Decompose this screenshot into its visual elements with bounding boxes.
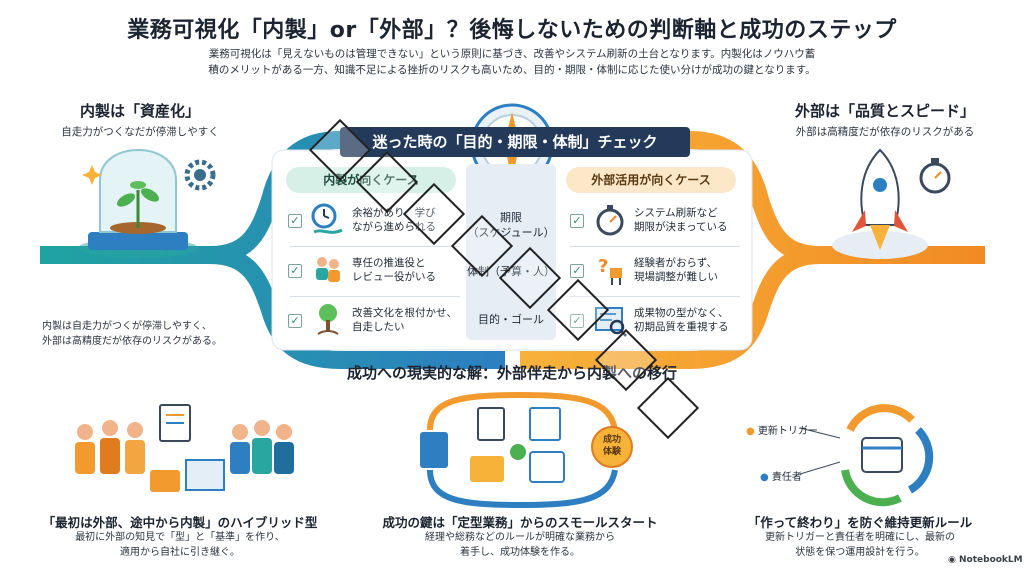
person-icon: ● [760, 472, 769, 483]
outsource-row-1-line-2: 期限が決まっている [634, 221, 728, 233]
small-start-heading: 成功の鍵は「定型業務」からのスモールスタート [382, 515, 658, 530]
success-badge-line-2: 体験 [602, 447, 621, 457]
checkbox-icon: ✓ [288, 314, 302, 328]
right-band-bottom [520, 246, 985, 369]
hybrid-description-line-1: 最初に外部の知見で「型」と「基準」を作り、 [75, 532, 285, 543]
rocket-icon [832, 148, 928, 259]
left-note-line-1: 内製は自走力がつくが停滞しやすく、 [42, 321, 212, 332]
inhouse-row-2-text: 専任の推進役と レビュー役がいる [352, 256, 472, 284]
inhouse-row-2-line-1: 専任の推進役と [352, 257, 426, 269]
left-note-line-2: 外部は高精度だが依存のリスクがある。 [42, 336, 222, 347]
right-subheading: 外部は高精度だが依存のリスクがある [795, 126, 975, 138]
outsource-row-1-text: システム刷新など 期限が決まっている [634, 206, 754, 234]
checkbox-icon: ✓ [288, 264, 302, 278]
brand-logo: ◉ NotebookLM [948, 555, 1023, 565]
sparkle-icon [82, 165, 102, 185]
blueprint-icon [595, 307, 627, 337]
criteria-goal-line-1: 目的・ゴール [478, 313, 544, 326]
criteria-deadline-line-2: （スケジュール） [467, 226, 555, 239]
inhouse-case-heading: 内製が向くケース [286, 167, 456, 193]
brand-name: NotebookLM [959, 555, 1023, 565]
inhouse-row-1-line-1: 余裕があり、学び [352, 207, 436, 219]
question-chair-icon: ? [598, 256, 622, 285]
outsource-case-heading: 外部活用が向くケース [566, 167, 736, 193]
tree-icon [317, 304, 339, 335]
inhouse-row-1: ✓ 余裕があり、学び ながら進められる [288, 200, 463, 246]
inhouse-row-2-line-2: レビュー役がいる [352, 271, 436, 283]
maintenance-description-line-2: 状態を保つ運用設計を行う。 [795, 547, 925, 558]
owner-tag: ● 責任者 [760, 468, 802, 483]
team-people-icon [75, 404, 294, 492]
divider [290, 296, 460, 297]
maintenance-description: 更新トリガーと責任者を明確にし、最新の 状態を保つ運用設計を行う。 [730, 530, 990, 560]
page-subtitle: 業務可視化は「見えないものは管理できない」という原則に基づき、改善やシステム刷新… [160, 46, 864, 78]
update-trigger-label: 更新トリガー [757, 426, 818, 437]
divider [570, 246, 740, 247]
check-panel-title: 迷った時の「目的・期限・体制」チェック [340, 127, 690, 157]
outsource-row-2-line-2: 現場調整が難しい [634, 271, 718, 283]
inhouse-row-2: ✓ 専任の推進役と レビュー役がいる [288, 250, 463, 296]
inhouse-row-3-line-1: 改善文化を根付かせ、 [352, 307, 457, 319]
hybrid-description: 最初に外部の知見で「型」と「基準」を作り、 適用から自社に引き継ぐ。 [40, 530, 320, 560]
checkbox-icon: ✓ [570, 214, 584, 228]
outsource-row-1-line-1: システム刷新など [634, 207, 718, 219]
outsource-row-3-text: 成果物の型がなく、 初期品質を重視する [634, 306, 754, 334]
outsource-row-3-line-2: 初期品質を重視する [634, 321, 729, 333]
outsource-row-2-text: 経験者がおらず、 現場調整が難しい [634, 256, 754, 284]
plant-dome-icon [78, 149, 198, 258]
left-band-bottom [40, 246, 505, 369]
transition-banner: 成功への現実的な解：外部伴走から内製への移行 [346, 364, 677, 382]
subtitle-line-2: 積のメリットがある一方、知識不足による挫折のリスクも高いため、目的・期限・体制に… [208, 64, 816, 76]
criteria-deadline: 期限 （スケジュール） [466, 210, 556, 240]
left-note: 内製は自走力がつくが停滞しやすく、 外部は高精度だが依存のリスクがある。 [42, 319, 242, 349]
left-subheading: 自走力がつくなだが停滞しやすく [61, 126, 219, 138]
criteria-goal: 目的・ゴール [466, 312, 556, 327]
owner-label: 責任者 [771, 472, 802, 483]
clock-icon [311, 203, 343, 234]
outsource-row-3: ✓ 成果物の型がなく、 初期品質を重視する [570, 300, 745, 346]
update-trigger-tag: ● 更新トリガー [746, 422, 818, 437]
stopwatch-decor-icon [919, 158, 951, 194]
workflow-cycle-icon [420, 391, 633, 509]
inhouse-row-1-text: 余裕があり、学び ながら進められる [352, 206, 472, 234]
divider [570, 296, 740, 297]
criteria-structure-line-1: 体制（予算・人） [467, 265, 555, 278]
svg-text:?: ? [598, 256, 608, 277]
stopwatch-icon [596, 205, 624, 236]
hybrid-heading: 「最初は外部、途中から内製」のハイブリッド型 [42, 515, 318, 530]
criteria-structure: 体制（予算・人） [466, 264, 556, 279]
team-icon [316, 257, 340, 282]
update-cycle-icon [799, 404, 934, 507]
small-start-description-line-1: 経理や総務などのルールが明確な業務から [425, 532, 615, 543]
small-start-description-line-2: 着手し、成功体験を作る。 [460, 547, 580, 558]
small-start-description: 経理や総務などのルールが明確な業務から 着手し、成功体験を作る。 [370, 530, 670, 560]
checkbox-icon: ✓ [570, 314, 584, 328]
checkbox-icon: ✓ [570, 264, 584, 278]
criteria-column [466, 164, 556, 340]
left-heading: 内製は「資産化」 [79, 102, 200, 120]
hybrid-description-line-2: 適用から自社に引き継ぐ。 [120, 547, 240, 558]
maintenance-heading: 「作って終わり」を防ぐ維持更新ルール [747, 515, 973, 530]
outsource-row-3-line-1: 成果物の型がなく、 [634, 307, 729, 319]
inhouse-row-3: ✓ 改善文化を根付かせ、 自走したい [288, 300, 463, 346]
page-title: 業務可視化「内製」or「外部」？後悔しないための判断軸と成功のステップ [127, 18, 897, 43]
outsource-row-1: ✓ システム刷新など 期限が決まっている [570, 200, 745, 246]
success-badge: 成功 体験 [596, 434, 628, 458]
inhouse-row-3-text: 改善文化を根付かせ、 自走したい [352, 306, 472, 334]
divider [290, 246, 460, 247]
person-icon: ● [746, 426, 755, 437]
subtitle-line-1: 業務可視化は「見えないものは管理できない」という原則に基づき、改善やシステム刷新… [208, 48, 816, 60]
outsource-row-2-line-1: 経験者がおらず、 [634, 257, 718, 269]
right-heading: 外部は「品質とスピード」 [794, 102, 975, 120]
inhouse-row-1-line-2: ながら進められる [352, 221, 436, 233]
outsource-row-2: ✓ ? 経験者がおらず、 現場調整が難しい [570, 250, 745, 296]
gear-icon [184, 159, 216, 191]
success-badge-line-1: 成功 [602, 435, 621, 445]
inhouse-row-3-line-2: 自走したい [352, 321, 405, 333]
criteria-deadline-line-1: 期限 [500, 211, 522, 224]
checkbox-icon: ✓ [288, 214, 302, 228]
maintenance-description-line-1: 更新トリガーと責任者を明確にし、最新の [765, 532, 955, 543]
notebooklm-icon: ◉ [948, 555, 956, 565]
